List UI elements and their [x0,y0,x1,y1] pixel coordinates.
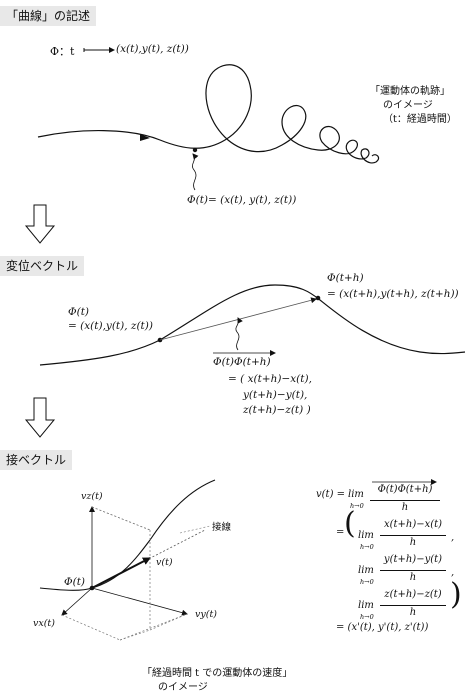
eq-frac-bar-z [380,605,446,606]
tangent-line-label: 接線 [212,522,232,533]
eq-lim-1: lim [348,489,364,500]
eq-y-num: y(t+h)−y(t) [383,554,443,565]
tangent-curve [39,479,216,591]
section-title-curve: 「曲線」の記述 [0,6,97,26]
curve-caption-1: 「運動体の軌跡」 [370,86,450,97]
section-title-curve-text: 「曲線」の記述 [6,9,91,23]
curve-point-formula: Φ(t)= (x(t), y(t), z(t)) [187,194,297,206]
section-title-tangent: 接ベクトル [0,450,73,470]
point-phi-t-plus-h [315,295,321,301]
eq-close-paren: ) [450,577,462,612]
mapping-lhs: Φ：t [50,45,75,58]
eq-frac-bar-0 [370,500,440,501]
down-arrow-1 [24,204,56,244]
curve-pointer-squiggle [192,153,199,191]
curve-caption-3: （t：経過時間） [383,114,457,125]
tangent-caption-1: 「経過時間 t での運動体の速度」 [142,668,293,679]
eq-lim-y: lim [358,565,374,576]
eq-comma-x: , [451,532,455,543]
phi-t-value: = (x(t),y(t), z(t)) [68,320,153,332]
eq-x-denom: h [409,537,417,548]
section-title-displacement: 変位ベクトル [0,256,85,276]
eq-sign: = [336,527,345,538]
trajectory-direction-arrow [140,134,150,141]
tangent-figure [39,479,216,641]
curve-caption-2: のイメージ [383,100,433,111]
mapping-arrow [83,47,115,53]
eq-lim-sub-1: h→0 [350,502,364,510]
vector-line-3: z(t+h)−z(t) ) [243,404,311,416]
tangent-caption-2: のイメージ [158,682,208,693]
eq-lim-sub-x: h→0 [360,543,374,551]
section-title-tangent-text: 接ベクトル [6,453,67,467]
eq-y-denom: h [409,572,417,583]
eq-result: = (x'(t), y'(t), z'(t)) [336,622,429,633]
phi-label-tangent: Φ(t) [64,576,86,588]
eq-frac-bar-y [380,570,446,571]
eq-lim-x: lim [358,530,374,541]
eq-comma-y: , [451,567,455,578]
phi-t-plus-h-value: = (x(t+h),y(t+h), z(t+h)) [327,288,459,300]
velocity-vector [91,557,151,589]
section-title-displacement-text: 変位ベクトル [6,259,79,273]
vz-label: vz(t) [81,491,103,502]
displacement-pointer-squiggle [235,317,243,351]
curve-point [192,147,198,153]
eq-lim-sub-y: h→0 [360,578,374,586]
v-label: v(t) [156,557,173,568]
displacement-curve [39,284,466,366]
eq-x-num: x(t+h)−x(t) [383,519,443,530]
mapping-rhs: (x(t),y(t), z(t)) [116,43,189,55]
eq-lhs: v(t) = [316,489,346,500]
vector-label: Φ(t)Φ(t+h) [213,356,271,368]
vector-line-1: = ( x(t+h)−x(t), [228,373,312,385]
trajectory-curve [37,64,380,164]
point-phi-t-tangent [89,585,95,591]
phi-t-label: Φ(t) [68,306,90,318]
vy-label: vy(t) [195,609,217,620]
eq-z-num: z(t+h)−z(t) [384,589,442,600]
eq-z-denom: h [409,607,417,618]
down-arrow-2 [24,397,56,438]
eq-frac-bar-x [380,535,446,536]
eq-open-paren: ( [344,506,356,541]
vector-line-2: y(t+h)−y(t), [243,389,308,401]
tangent-label-leader [179,525,211,534]
eq-lim-sub-z: h→0 [360,613,374,621]
phi-t-plus-h-label: Φ(t+h) [327,272,364,284]
eq-overline-num: Φ(t)Φ(t+h) [377,484,433,495]
vx-axis [61,587,93,616]
vy-axis [91,587,188,616]
eq-lim-z: lim [358,600,374,611]
vx-label: vx(t) [33,618,55,629]
eq-denom-0: h [401,502,409,513]
